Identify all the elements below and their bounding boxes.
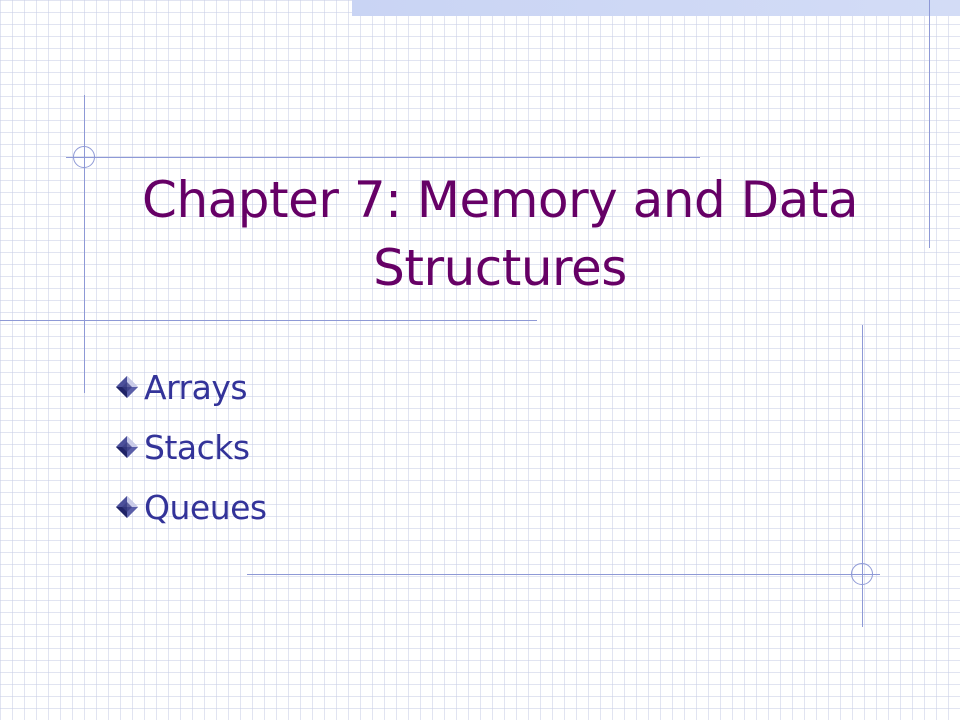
bullet-label-stacks: Stacks xyxy=(144,427,250,467)
bullet-item: Stacks xyxy=(114,417,267,477)
top-accent-band xyxy=(352,0,960,16)
title-bottom-horizontal-rule xyxy=(0,320,537,321)
diamond-bullet-icon xyxy=(116,376,138,398)
bullet-item: Queues xyxy=(114,477,267,537)
diamond-bullet-icon xyxy=(116,496,138,518)
bottom-horizontal-rule xyxy=(247,574,880,575)
slide-title: Chapter 7: Memory and Data Structures xyxy=(142,171,858,297)
bottom-right-corner-ring xyxy=(851,563,873,585)
title-top-horizontal-rule xyxy=(66,157,700,158)
diamond-bullet-icon xyxy=(116,436,138,458)
top-left-vertical-rule xyxy=(84,95,85,393)
bullet-list: Arrays Stacks Queues xyxy=(114,357,267,537)
bullet-label-arrays: Arrays xyxy=(144,367,248,407)
bullet-label-queues: Queues xyxy=(144,487,267,527)
top-right-vertical-rule xyxy=(929,0,930,248)
bullet-item: Arrays xyxy=(114,357,267,417)
bottom-right-vertical-rule xyxy=(862,325,863,627)
top-left-corner-ring xyxy=(73,146,95,168)
